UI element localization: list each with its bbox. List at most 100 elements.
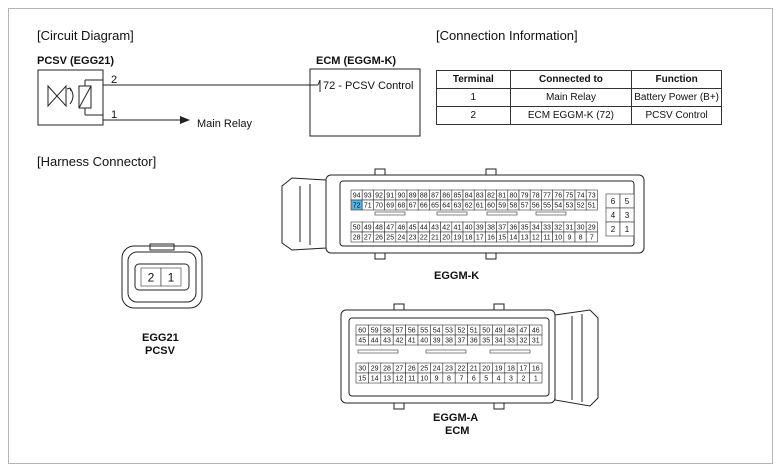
eggm-a-pin-label: 51 bbox=[470, 328, 478, 335]
eggm-k-pin-label: 10 bbox=[554, 235, 562, 242]
wire-pin-2-label: 2 bbox=[111, 74, 118, 86]
eggm-k-pin-label: 28 bbox=[353, 235, 361, 242]
eggm-a-pin-label: 57 bbox=[396, 328, 404, 335]
egg21-connector-label: EGG21 bbox=[142, 332, 179, 344]
eggm-a-pin-label: 10 bbox=[420, 376, 428, 383]
eggm-k-side-pin-label: 2 bbox=[611, 225, 616, 234]
eggm-k-pin-label: 72 bbox=[353, 203, 361, 210]
eggm-k-pin-label: 84 bbox=[465, 193, 473, 200]
eggm-k-pin-cell bbox=[585, 231, 598, 243]
eggm-a-pin-label: 15 bbox=[358, 376, 366, 383]
eggm-k-pin-label: 68 bbox=[398, 203, 406, 210]
eggm-a-pin-label: 21 bbox=[470, 366, 478, 373]
eggm-a-pin-label: 8 bbox=[447, 376, 451, 383]
eggm-a-pin-label: 40 bbox=[420, 338, 428, 345]
eggm-a-pin-label: 34 bbox=[495, 338, 503, 345]
eggm-a-connector bbox=[340, 303, 599, 410]
eggm-k-tab bbox=[485, 252, 497, 260]
eggm-k-pin-label: 42 bbox=[442, 225, 450, 232]
eggm-k-pin-label: 7 bbox=[590, 235, 594, 242]
eggm-a-pin-label: 16 bbox=[532, 366, 540, 373]
eggm-k-pin-label: 21 bbox=[431, 235, 439, 242]
pcsv-connector-label: PCSV bbox=[145, 345, 175, 357]
eggm-k-pin-label: 31 bbox=[566, 225, 574, 232]
eggm-k-pin-label: 94 bbox=[353, 193, 361, 200]
eggm-a-pin-label: 59 bbox=[371, 328, 379, 335]
eggm-k-pin-label: 17 bbox=[476, 235, 484, 242]
pcsv-valve-icon bbox=[47, 84, 67, 108]
eggm-a-pin-label: 41 bbox=[408, 338, 416, 345]
eggm-a-key-bar bbox=[357, 349, 399, 354]
eggm-k-pin-label: 35 bbox=[521, 225, 529, 232]
eggm-k-pin-label: 61 bbox=[476, 203, 484, 210]
eggm-a-pin-cell bbox=[529, 334, 543, 346]
eggm-k-pin-label: 34 bbox=[532, 225, 540, 232]
circuit-diagram-header: [Circuit Diagram] bbox=[37, 28, 134, 43]
eggm-k-pin-label: 23 bbox=[409, 235, 417, 242]
diagram-frame bbox=[8, 8, 773, 464]
eggm-k-pin-label: 88 bbox=[420, 193, 428, 200]
eggm-a-pin-label: 20 bbox=[482, 366, 490, 373]
eggm-k-pin-label: 11 bbox=[543, 235, 550, 242]
eggm-a-pin-label: 9 bbox=[435, 376, 439, 383]
eggm-k-key-bar bbox=[486, 211, 518, 216]
main-relay-label: Main Relay bbox=[197, 118, 253, 130]
eggm-a-pin-label: 58 bbox=[383, 328, 391, 335]
eggm-a-pin-label: 24 bbox=[433, 366, 441, 373]
eggm-k-pin-label: 50 bbox=[353, 225, 361, 232]
eggm-a-connector-label: EGGM-A bbox=[433, 412, 479, 424]
eggm-a-pin-label: 32 bbox=[520, 338, 528, 345]
eggm-a-pin-label: 60 bbox=[358, 328, 366, 335]
harness-connector-header: [Harness Connector] bbox=[37, 154, 157, 169]
eggm-k-pin-label: 90 bbox=[398, 193, 406, 200]
eggm-k-pin-label: 58 bbox=[510, 203, 518, 210]
eggm-a-pin-label: 27 bbox=[396, 366, 404, 373]
eggm-a-pin-label: 2 bbox=[521, 376, 525, 383]
eggm-a-key-bar bbox=[425, 349, 467, 354]
eggm-a-pin-label: 13 bbox=[383, 376, 391, 383]
connection-table: Terminal Connected to Function 1 Main Re… bbox=[436, 70, 722, 125]
eggm-a-key-bar bbox=[489, 349, 531, 354]
eggm-a-pin-label: 43 bbox=[383, 338, 391, 345]
eggm-k-pin-label: 47 bbox=[386, 225, 394, 232]
eggm-k-pin-label: 20 bbox=[442, 235, 450, 242]
eggm-k-tab bbox=[374, 252, 386, 260]
ecm-box bbox=[309, 68, 421, 137]
eggm-k-pin-label: 15 bbox=[498, 235, 506, 242]
eggm-k-side-pin-label: 6 bbox=[611, 197, 616, 206]
eggm-a-pin-label: 46 bbox=[532, 328, 540, 335]
eggm-k-side-pin-label: 5 bbox=[625, 197, 630, 206]
eggm-a-pin-label: 1 bbox=[534, 376, 538, 383]
eggm-k-pin-label: 8 bbox=[579, 235, 583, 242]
eggm-a-pin-label: 45 bbox=[358, 338, 366, 345]
pcsv-solenoid-symbol bbox=[37, 69, 104, 126]
eggm-k-pin-label: 43 bbox=[431, 225, 439, 232]
eggm-k-pin-label: 71 bbox=[364, 203, 372, 210]
eggm-k-side-pin-label: 4 bbox=[611, 211, 616, 220]
eggm-k-pin-label: 56 bbox=[532, 203, 540, 210]
eggm-k-pin-label: 49 bbox=[364, 225, 372, 232]
eggm-k-pin-label: 64 bbox=[442, 203, 450, 210]
eggm-k-pin-label: 92 bbox=[375, 193, 383, 200]
eggm-k-pin-label: 45 bbox=[409, 225, 417, 232]
eggm-k-pin-label: 81 bbox=[498, 193, 506, 200]
eggm-k-pin-label: 44 bbox=[420, 225, 428, 232]
eggm-a-pin-label: 49 bbox=[495, 328, 503, 335]
eggm-k-tab bbox=[374, 168, 386, 176]
eggm-k-pin-label: 48 bbox=[375, 225, 383, 232]
eggm-k-pin-label: 76 bbox=[554, 193, 562, 200]
eggm-k-pin-label: 51 bbox=[588, 203, 596, 210]
egg21-outer-shell bbox=[121, 245, 203, 309]
eggm-k-pin-label: 32 bbox=[554, 225, 562, 232]
eggm-k-pin-label: 60 bbox=[487, 203, 495, 210]
eggm-k-pin-label: 86 bbox=[442, 193, 450, 200]
eggm-a-pin-label: 7 bbox=[459, 376, 463, 383]
ecm-pin-72-label: 72 - PCSV Control bbox=[323, 80, 414, 92]
eggm-k-pin-label: 63 bbox=[454, 203, 462, 210]
eggm-k-key-bar bbox=[436, 211, 468, 216]
eggm-k-pin-label: 33 bbox=[543, 225, 551, 232]
eggm-k-pin-label: 80 bbox=[510, 193, 518, 200]
eggm-k-pin-label: 74 bbox=[577, 193, 585, 200]
